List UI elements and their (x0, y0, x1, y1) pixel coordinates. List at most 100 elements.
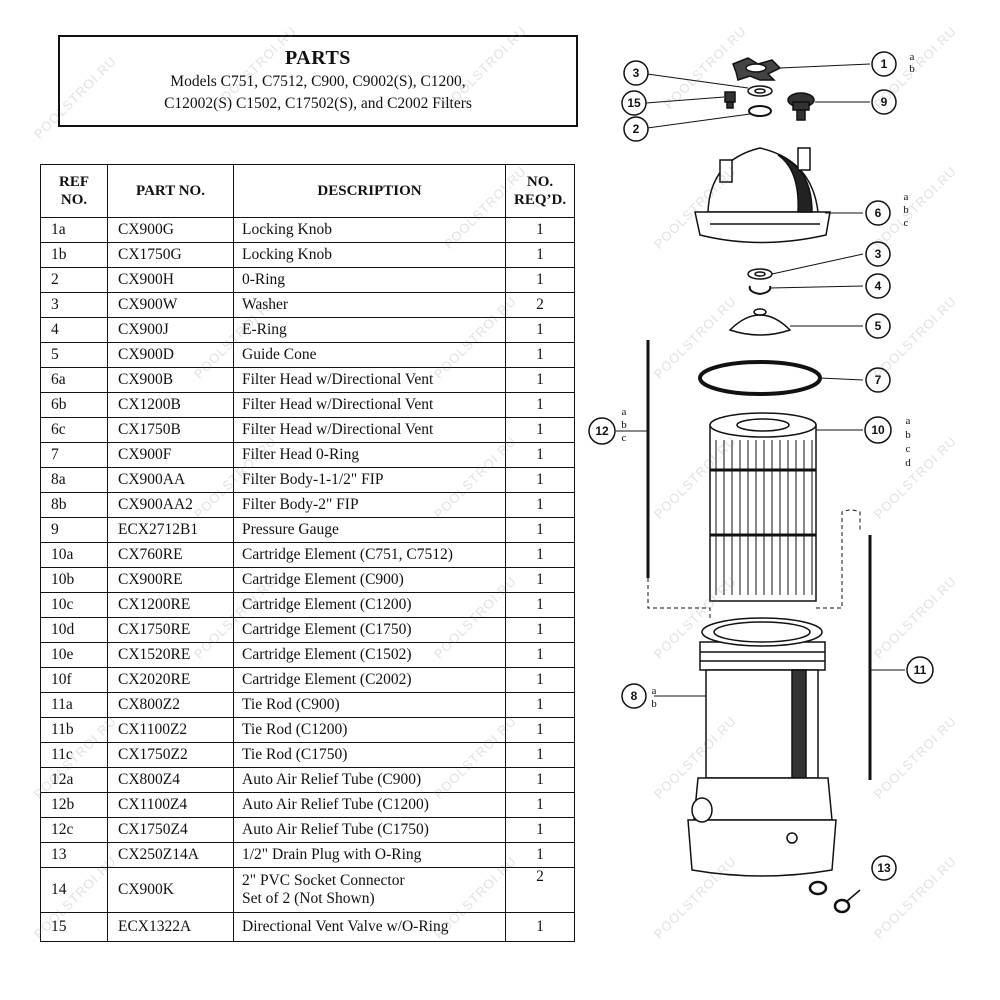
callout-3-mid: 3 (865, 241, 891, 267)
description-cell: Locking Knob (233, 242, 506, 268)
cartridge-element-illustration (709, 412, 817, 602)
ref-no-cell: 9 (40, 517, 108, 543)
header-ref-no: REF NO. (40, 164, 108, 218)
description-cell: Washer (233, 292, 506, 318)
part-no-cell: CX900W (107, 292, 234, 318)
callout-12: 12 (588, 417, 616, 445)
callout-6-sub-b: b (903, 204, 909, 216)
callout-4: 4 (865, 273, 891, 299)
ref-no-cell: 12b (40, 792, 108, 818)
description-cell: Filter Head w/Directional Vent (233, 392, 506, 418)
drain-plug-illustration (808, 880, 861, 914)
description-cell: Cartridge Element (C751, C7512) (233, 542, 506, 568)
callout-8: 8 (621, 683, 647, 709)
description-cell: Tie Rod (C1200) (233, 717, 506, 743)
part-no-cell: CX1750Z4 (107, 817, 234, 843)
part-no-cell: CX1200B (107, 392, 234, 418)
part-no-cell: CX900H (107, 267, 234, 293)
callout-6-sub-c: c (904, 217, 909, 229)
quantity-cell: 1 (504, 392, 576, 418)
ref-no-cell: 6c (40, 417, 108, 443)
svg-text:8: 8 (631, 689, 638, 703)
quantity-cell: 1 (504, 517, 576, 543)
description-cell: Cartridge Element (C1502) (233, 642, 506, 668)
description-cell: Auto Air Relief Tube (C1750) (233, 817, 506, 843)
quantity-cell: 1 (504, 742, 576, 768)
header-part-no: PART NO. (107, 164, 234, 218)
part-no-cell: CX1750Z2 (107, 742, 234, 768)
quantity-cell: 1 (504, 842, 576, 868)
ref-no-cell: 10d (40, 617, 108, 643)
callout-8-sub-a: a (652, 685, 657, 697)
ref-no-cell: 10e (40, 642, 108, 668)
svg-text:7: 7 (875, 373, 882, 387)
description-cell: Guide Cone (233, 342, 506, 368)
description-cell: Tie Rod (C900) (233, 692, 506, 718)
filter-body-illustration (687, 617, 837, 877)
pressure-gauge-illustration (787, 92, 815, 121)
description-line-2: Set of 2 (Not Shown) (242, 890, 375, 907)
description-cell: Filter Body-2" FIP (233, 492, 506, 518)
callout-12-sub-b: b (621, 419, 627, 431)
description-cell: Filter Head w/Directional Vent (233, 367, 506, 393)
part-no-cell: CX250Z14A (107, 842, 234, 868)
guide-cone-illustration (728, 314, 792, 336)
washer-illustration (747, 85, 773, 97)
description-cell: Cartridge Element (C1750) (233, 617, 506, 643)
filter-head-illustration (694, 147, 831, 244)
svg-text:4: 4 (875, 279, 882, 293)
header-no-required: NO. REQ’D. (504, 164, 576, 218)
part-no-cell: CX900RE (107, 567, 234, 593)
ref-no-cell: 1a (40, 217, 108, 243)
head-o-ring-illustration (698, 360, 822, 396)
callout-10-sub-a: a (906, 415, 911, 427)
part-no-cell: CX760RE (107, 542, 234, 568)
callout-10-sub-c: c (906, 443, 911, 455)
quantity-cell: 1 (504, 817, 576, 843)
part-no-cell: CX1100Z2 (107, 717, 234, 743)
callout-9: 9 (871, 89, 897, 115)
quantity-cell: 1 (504, 342, 576, 368)
description-cell: Filter Head 0-Ring (233, 442, 506, 468)
ref-no-cell: 10f (40, 667, 108, 693)
quantity-cell: 1 (504, 617, 576, 643)
description-cell: Auto Air Relief Tube (C1200) (233, 792, 506, 818)
quantity-cell: 1 (504, 592, 576, 618)
callout-1: 1 (871, 51, 897, 77)
locking-knob-illustration (732, 57, 782, 81)
svg-text:9: 9 (881, 95, 888, 109)
quantity-cell: 1 (504, 492, 576, 518)
callout-1-sub-b: b (909, 63, 915, 75)
part-no-cell: CX1750RE (107, 617, 234, 643)
ref-no-cell: 15 (40, 912, 108, 942)
callout-13: 13 (871, 855, 897, 881)
ref-no-cell: 7 (40, 442, 108, 468)
quantity-cell: 1 (504, 767, 576, 793)
svg-text:5: 5 (875, 319, 882, 333)
part-no-cell: CX900G (107, 217, 234, 243)
callout-6: 6 (865, 200, 891, 226)
quantity-cell: 1 (504, 717, 576, 743)
exploded-filter-diagram: 1 a b 3 15 9 2 6 a b c 3 4 5 7 12 a b c … (588, 51, 934, 914)
part-no-cell: ECX2712B1 (107, 517, 234, 543)
ref-no-cell: 8a (40, 467, 108, 493)
part-no-cell: CX1100Z4 (107, 792, 234, 818)
description-cell: Cartridge Element (C2002) (233, 667, 506, 693)
ref-no-cell: 6a (40, 367, 108, 393)
quantity-cell: 1 (504, 217, 576, 243)
callout-10-sub-d: d (905, 457, 911, 469)
quantity-cell: 1 (504, 267, 576, 293)
